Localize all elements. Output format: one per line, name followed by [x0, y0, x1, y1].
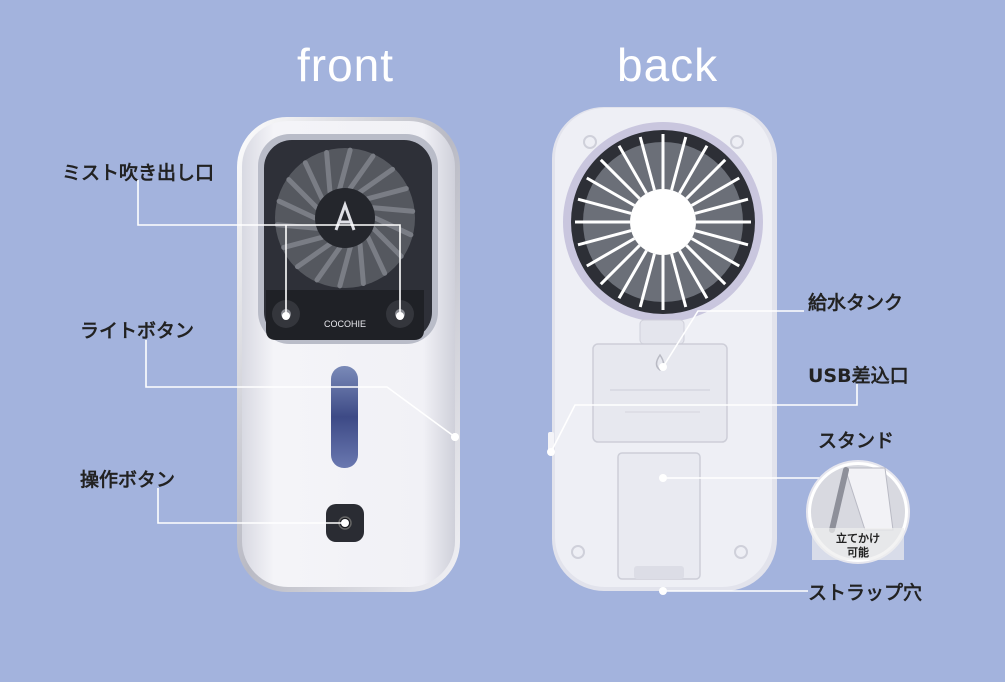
- stand-badge-line2: 可能: [847, 546, 869, 559]
- label-mist-outlet: ミスト吹き出し口: [62, 162, 215, 184]
- brand-logo-mark: [334, 200, 356, 231]
- grille-spoke: [599, 158, 641, 200]
- fan-blade: [370, 205, 416, 214]
- fan-hinge: [639, 319, 685, 345]
- fan-blade: [294, 241, 333, 270]
- grille-spoke: [617, 249, 648, 299]
- callout-operation: [157, 488, 345, 524]
- callout-lines: [137, 180, 858, 592]
- fan-blade: [365, 234, 388, 276]
- fan-blade: [370, 225, 404, 259]
- grille-spoke: [678, 249, 709, 299]
- fan-blade: [286, 177, 320, 211]
- grille-spoke: [586, 176, 636, 207]
- fan-blade: [337, 147, 353, 191]
- stand-badge-line1: 立てかけ: [836, 532, 880, 545]
- label-stand: スタンド: [818, 430, 895, 452]
- label-light-button: ライトボタン: [80, 320, 195, 342]
- stand-badge-caption: 立てかけ 可能: [828, 532, 888, 560]
- fan-blade: [372, 215, 414, 238]
- fan-blade: [324, 150, 333, 195]
- grille-spoke: [617, 145, 648, 195]
- back-device: [548, 107, 777, 591]
- grille-spoke: [670, 136, 688, 191]
- fan-blade: [276, 198, 318, 221]
- front-device: COCOHIE: [237, 117, 460, 592]
- fan-blade: [365, 186, 409, 202]
- grille-spoke: [599, 244, 641, 286]
- grille-spoke: [670, 253, 688, 308]
- stand-panel[interactable]: [617, 452, 701, 580]
- fan-blade: [357, 241, 366, 286]
- label-water-tank: 給水タンク: [808, 292, 904, 314]
- grille-spoke: [685, 244, 727, 286]
- water-tank: [592, 343, 728, 443]
- grille-spoke: [638, 136, 656, 191]
- back-fan-hub: [630, 189, 696, 255]
- label-operation-button: 操作ボタン: [80, 469, 176, 491]
- fan-blade: [281, 234, 325, 250]
- grille-spoke: [586, 237, 636, 268]
- grille-spoke: [577, 197, 632, 215]
- fan-blade: [314, 245, 343, 283]
- back-fan-grille: [575, 134, 751, 310]
- fan-blade: [302, 160, 325, 202]
- fan-blade: [337, 245, 353, 289]
- grille-spoke: [694, 229, 749, 247]
- callout-dots: [282, 312, 667, 595]
- brand-text: COCOHIE: [324, 319, 366, 329]
- grille-spoke: [694, 197, 749, 215]
- grille-spoke: [690, 237, 740, 268]
- mist-housing: [266, 290, 424, 340]
- back-heading: back: [617, 39, 719, 91]
- stand-badge: [806, 460, 910, 564]
- grille-spoke: [685, 158, 727, 200]
- grille-spoke: [577, 229, 632, 247]
- fan-blade: [357, 166, 396, 195]
- front-heading: front: [297, 39, 395, 91]
- grille-spoke: [690, 176, 740, 207]
- callout-tank: [662, 310, 804, 368]
- label-usb-port: USB差込口: [808, 365, 909, 387]
- grille-spoke: [678, 145, 709, 195]
- light-panel: [331, 366, 358, 468]
- fan-hub: [315, 188, 375, 248]
- label-strap-hole: ストラップ穴: [808, 582, 923, 604]
- callout-usb: [550, 384, 858, 453]
- fan-blade: [347, 153, 376, 191]
- callout-light: [145, 340, 456, 438]
- callout-mist: [137, 180, 401, 316]
- grille-spoke: [638, 253, 656, 308]
